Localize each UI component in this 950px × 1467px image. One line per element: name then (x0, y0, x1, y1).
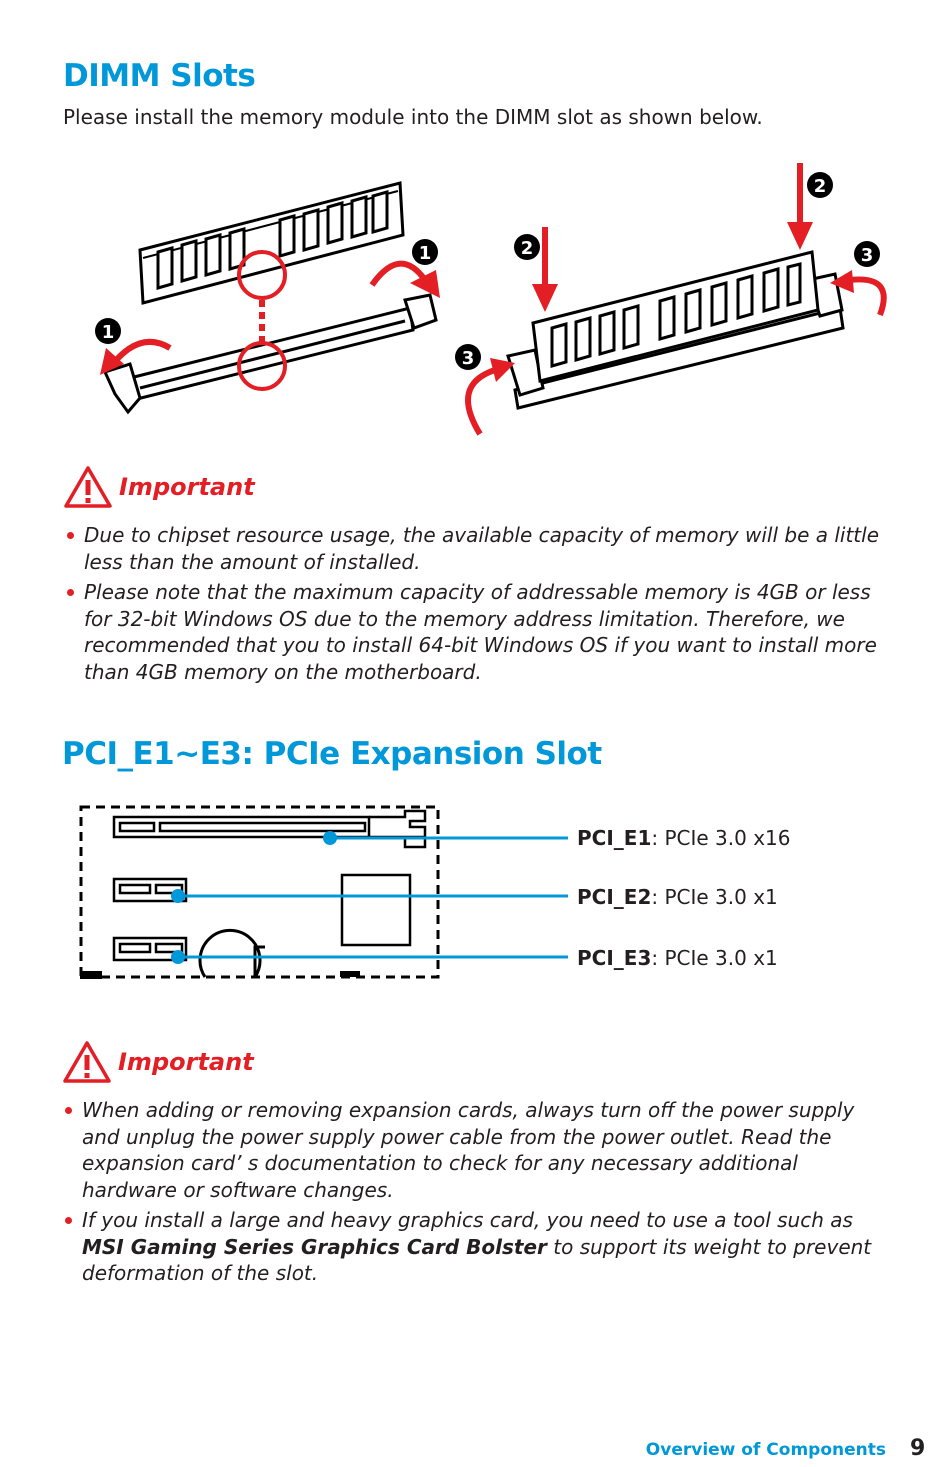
pci-e3-slot (112, 936, 188, 962)
chipset-outline (340, 873, 412, 947)
list-item: When adding or removing expansion cards,… (62, 1097, 882, 1203)
step-1-badge-left: 1 (95, 318, 121, 344)
memory-module-right (531, 250, 820, 383)
slot-desc: : PCIe 3.0 x1 (651, 885, 778, 909)
note-text: If you install a large and heavy graphic… (82, 1208, 853, 1232)
arrow-head-icon (410, 270, 440, 298)
slot-name: PCI_E2 (577, 885, 652, 909)
list-item: Due to chipset resource usage, the avail… (64, 522, 894, 575)
product-name: MSI Gaming Series Graphics Card Bolster (82, 1234, 547, 1259)
callout-pci-e2 (171, 889, 568, 903)
arrow-head-icon (532, 284, 558, 312)
pci-e1-label: PCI_E1: PCIe 3.0 x16 (577, 826, 791, 850)
dimm-title: DIMM Slots (63, 58, 256, 94)
board-outline (79, 805, 440, 979)
close-latch-arrow-icon (849, 276, 887, 317)
step-1-label: 1 (419, 243, 432, 264)
important-list-2: When adding or removing expansion cards,… (62, 1097, 882, 1291)
pci-e2-slot (112, 877, 188, 903)
callout-pci-e1 (323, 831, 568, 845)
pci-e1-slot (112, 809, 427, 849)
step-2-label: 2 (521, 238, 534, 259)
dimm-slot-left (102, 293, 438, 415)
notch-alignment-marker (237, 250, 287, 391)
pci-e3-label: PCI_E3: PCIe 3.0 x1 (577, 946, 778, 970)
step-2-badge-right: 2 (807, 172, 833, 198)
pci-e2-label: PCI_E2: PCIe 3.0 x1 (577, 885, 778, 909)
step-3-label: 3 (861, 245, 874, 266)
step-3-label: 3 (462, 348, 475, 369)
important-list-1: Due to chipset resource usage, the avail… (64, 522, 894, 689)
important-title-2: Important (118, 1048, 254, 1076)
dimm-install-diagram: 1 1 2 2 (95, 163, 887, 436)
pcie-title: PCI_E1~E3: PCIe Expansion Slot (62, 736, 602, 772)
step-3-badge-left: 3 (455, 344, 481, 370)
dimm-intro: Please install the memory module into th… (63, 105, 763, 129)
battery-outline (198, 928, 262, 978)
close-latch-arrow-icon (465, 367, 497, 436)
page-number: 9 (910, 1436, 926, 1461)
arrow-head-icon (490, 358, 515, 382)
step-1-badge-right: 1 (412, 239, 438, 265)
step-2-badge-left: 2 (514, 234, 540, 260)
step-1-label: 1 (102, 322, 115, 343)
memory-module-left (138, 181, 405, 305)
arrow-head-icon (830, 270, 854, 293)
list-item: If you install a large and heavy graphic… (62, 1207, 882, 1287)
arrow-head-icon (787, 222, 813, 250)
slot-name: PCI_E3 (577, 946, 652, 970)
open-latch-arrow-icon (369, 260, 428, 287)
arrow-head-icon (100, 348, 124, 375)
slot-name: PCI_E1 (577, 826, 652, 850)
list-item: Please note that the maximum capacity of… (64, 579, 894, 685)
important-title-1: Important (119, 473, 255, 501)
pcie-slot-diagram (79, 805, 568, 979)
step-2-label: 2 (814, 176, 827, 197)
important-header-2: Important (62, 1040, 254, 1084)
callout-pci-e3 (171, 950, 568, 964)
warning-icon (64, 466, 112, 508)
step-3-badge-right: 3 (854, 241, 880, 267)
warning-icon (63, 1041, 111, 1083)
note-text: to support its weight to prevent deforma… (82, 1234, 872, 1286)
footer-section-title: Overview of Components (645, 1440, 886, 1460)
important-header-1: Important (63, 465, 255, 509)
slot-desc: : PCIe 3.0 x16 (651, 826, 791, 850)
slot-desc: : PCIe 3.0 x1 (651, 946, 778, 970)
